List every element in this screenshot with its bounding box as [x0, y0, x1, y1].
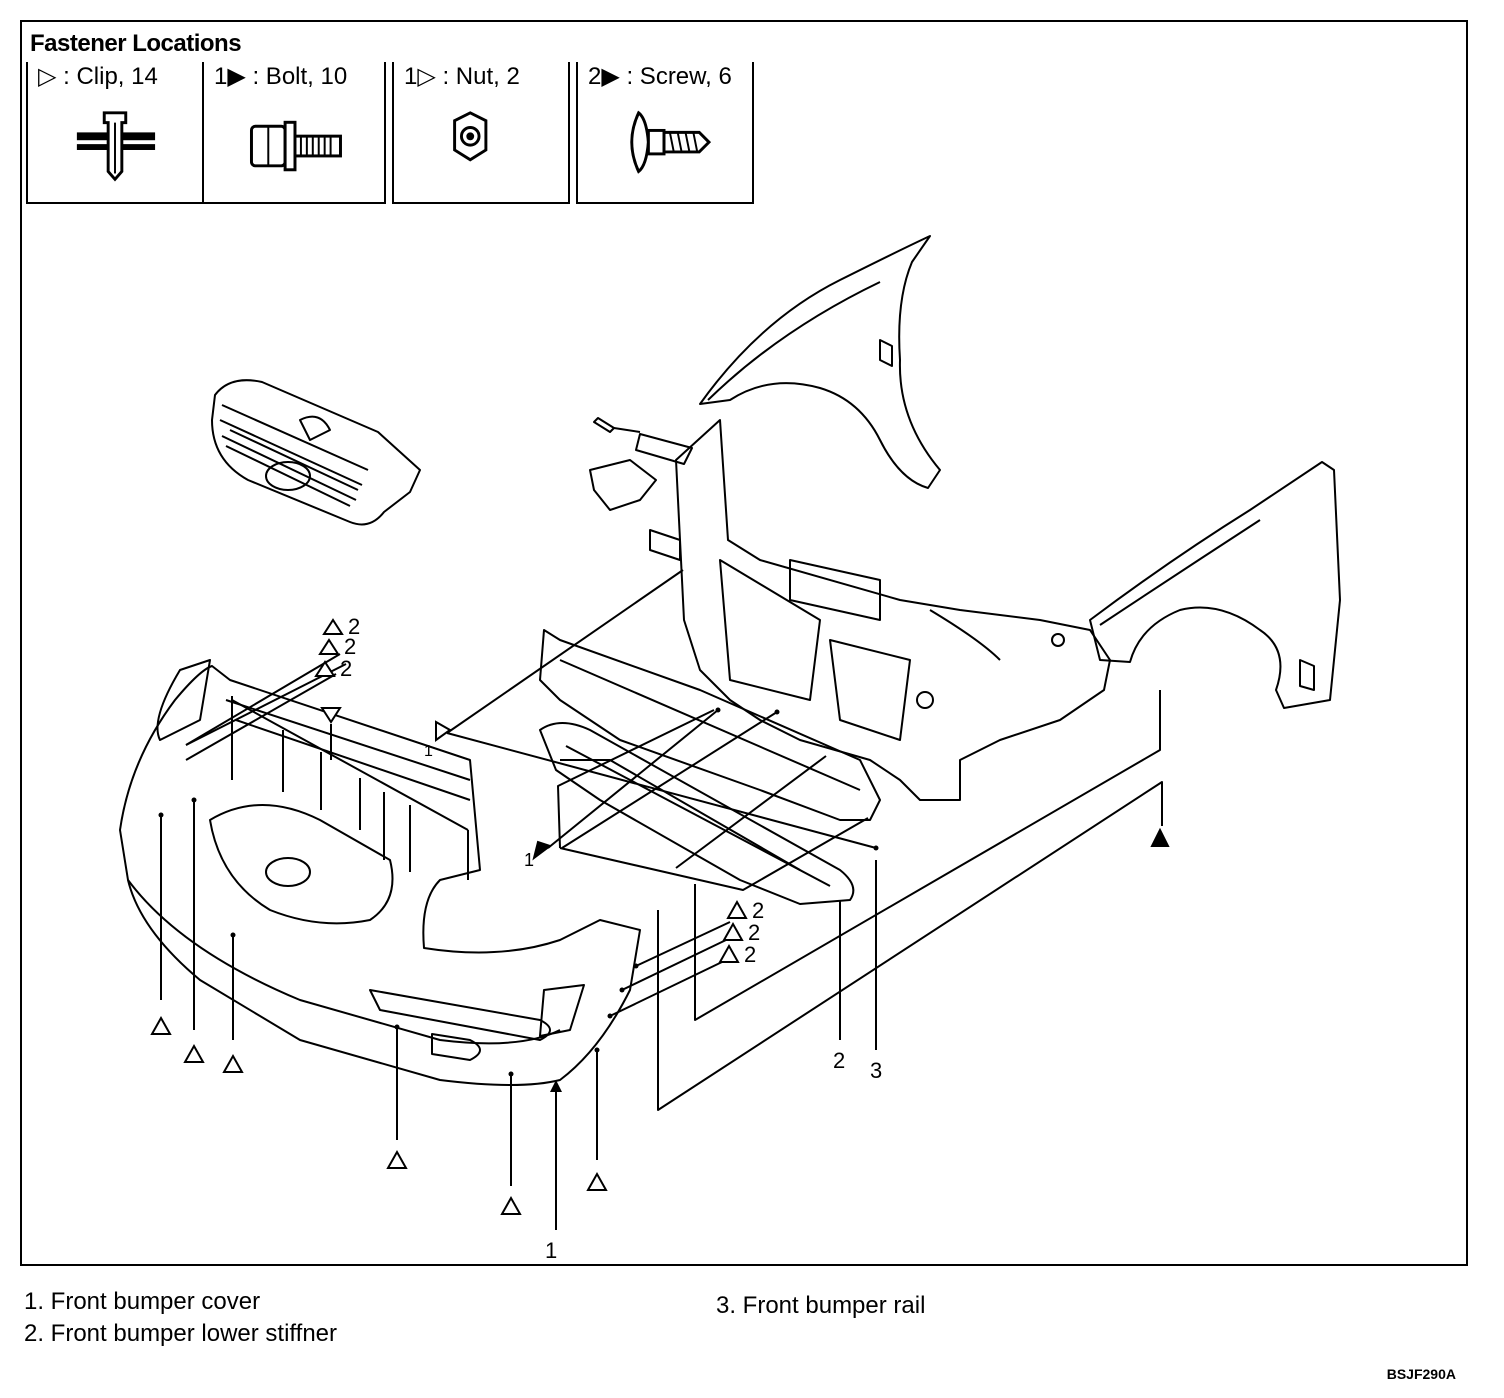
radiator-support: [649, 419, 1111, 801]
clip-icon: [76, 111, 156, 182]
callout-1: 1: [545, 1238, 557, 1263]
fastener-bolt-cell: 1▶ : Bolt, 10: [204, 62, 386, 204]
screw-icon: [630, 110, 712, 174]
fastener-nut-label: 1▷ : Nut, 2: [404, 63, 520, 90]
qty-label: 2: [752, 898, 764, 923]
qty-label: 1: [524, 850, 534, 870]
legend-item-2: 2. Front bumper lower stiffner: [24, 1320, 338, 1347]
qty-label: 2: [744, 942, 756, 967]
right-fender: [1089, 461, 1341, 709]
fastener-points: [158, 707, 879, 1077]
front-bumper-cover: [119, 659, 641, 1086]
fastener-bolt-label: 1▶ : Bolt, 10: [214, 63, 348, 90]
figure-code: BSJF290A: [1386, 1366, 1456, 1382]
fastener-clip-cell: ▷ : Clip, 14: [26, 62, 204, 204]
qty-label: 2: [748, 920, 760, 945]
qty-label: 1: [424, 743, 433, 760]
radiator-grille: [211, 379, 421, 526]
callout-3: 3: [870, 1058, 882, 1083]
left-fender: [699, 235, 941, 489]
bolt-icon: [249, 120, 342, 172]
qty-label: 2: [340, 656, 352, 681]
qty-label: 2: [348, 614, 360, 639]
fastener-nut-cell: 1▷ : Nut, 2: [392, 62, 570, 204]
fastener-screw-label: 2▶ : Screw, 6: [588, 63, 732, 90]
bolt-symbols: [532, 827, 1170, 861]
legend-item-3: 3. Front bumper rail: [716, 1292, 926, 1319]
qty-label: 2: [344, 634, 356, 659]
nut-icon: [453, 111, 488, 162]
front-bumper-lower-stiffener: [539, 722, 855, 905]
callout-2: 2: [833, 1048, 845, 1073]
fastener-screw-cell: 2▶ : Screw, 6: [576, 62, 754, 204]
legend-item-1: 1. Front bumper cover: [24, 1288, 261, 1315]
clip-symbols: [150, 618, 748, 1215]
fastener-clip-label: ▷ : Clip, 14: [38, 63, 158, 90]
page-title: Fastener Locations: [30, 30, 242, 57]
front-bumper-rail: [539, 629, 881, 821]
arrow-head-icon: [550, 1080, 562, 1092]
diagram-frame: [20, 20, 1468, 1266]
leader-lines: [160, 569, 1163, 1230]
mounting-bracket: [589, 417, 693, 511]
